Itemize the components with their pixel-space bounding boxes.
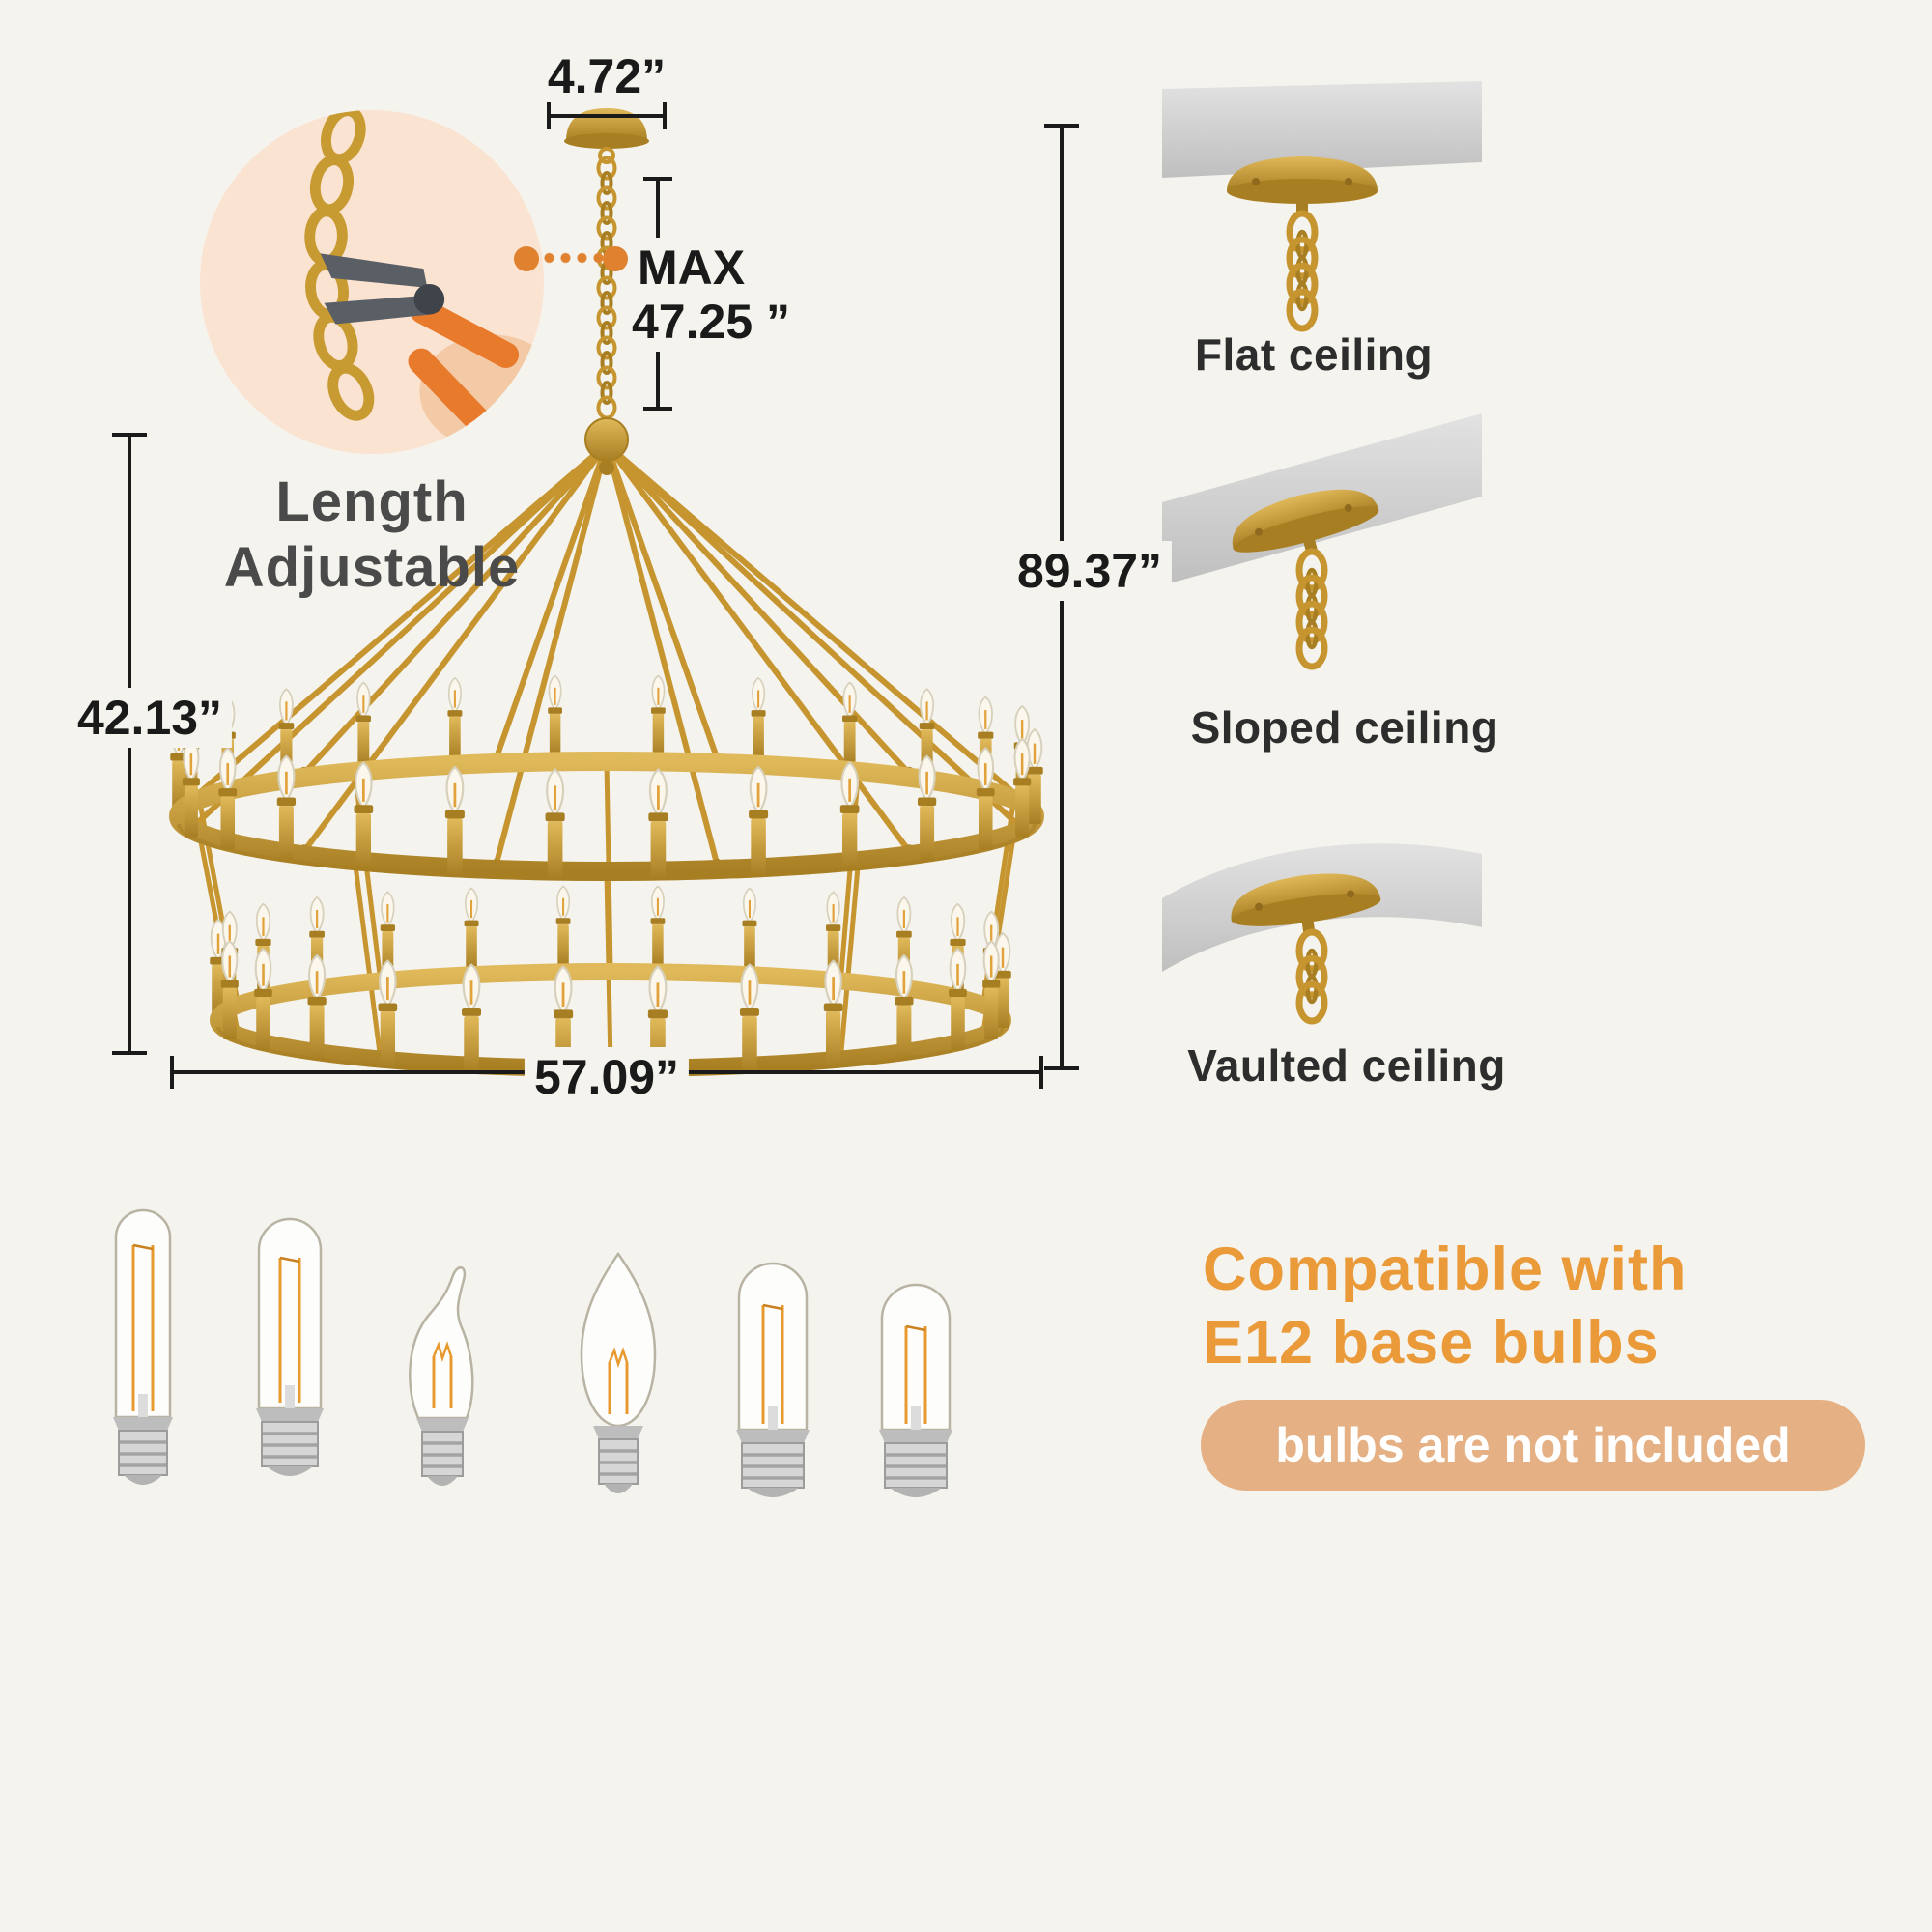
sloped-ceiling-canopy (1232, 489, 1379, 554)
bulb-tube-medium (736, 1262, 810, 1497)
bulb-tube-long (113, 1208, 173, 1485)
length-adjustable-photo (200, 110, 544, 454)
compat-heading-line1: Compatible with (1203, 1236, 1688, 1303)
length-adjustable-label: Length Adjustable (179, 469, 565, 601)
length-adjustable-line2: Adjustable (223, 536, 521, 599)
dotted-connector-right-dot (603, 246, 628, 271)
dotted-connector-left-dot (514, 246, 539, 271)
chain-icon (1295, 928, 1328, 1025)
badge-text: bulbs are not included (1275, 1418, 1791, 1472)
flat-ceiling-surface (1162, 81, 1482, 178)
chain-icon (1295, 548, 1328, 670)
dim-diameter: 57.09” (524, 1047, 690, 1107)
dim-canopy-width: 4.72” (547, 49, 667, 103)
bulb-tube-compact (879, 1283, 952, 1497)
dim-chain-max-label: MAX (628, 238, 755, 298)
dim-fixture-height: 42.13” (67, 688, 233, 748)
chandelier-illustration (169, 108, 1044, 1077)
dim-total-height: 89.37” (1007, 541, 1173, 601)
vaulted-ceiling-label: Vaulted ceiling (1187, 1040, 1506, 1091)
bulb-torpedo-candle (580, 1251, 657, 1493)
ceiling-mount-illustrations (1162, 81, 1482, 1025)
chain-icon (1286, 210, 1319, 332)
chain-icon (304, 110, 375, 421)
sloped-ceiling-label: Sloped ceiling (1190, 702, 1499, 753)
bulb-tube-short (256, 1217, 324, 1476)
dim-line-canopy-width (547, 102, 667, 129)
chain-pliers-illustration (304, 110, 544, 450)
compat-heading-line2: E12 base bulbs (1203, 1309, 1660, 1377)
bulbs-not-included-badge: bulbs are not included (1201, 1400, 1865, 1491)
vaulted-ceiling-canopy (1231, 873, 1381, 934)
e12-bulb-illustrations (113, 1208, 952, 1497)
flat-ceiling-canopy (1227, 156, 1378, 214)
length-adjustable-line1: Length (275, 470, 469, 533)
bulb-flame-tip-candle (409, 1266, 474, 1486)
dim-chain-max-value: 47.25 ” (622, 292, 801, 352)
pliers-icon (320, 253, 520, 442)
dotted-connector (541, 252, 609, 264)
flat-ceiling-label: Flat ceiling (1194, 329, 1434, 380)
